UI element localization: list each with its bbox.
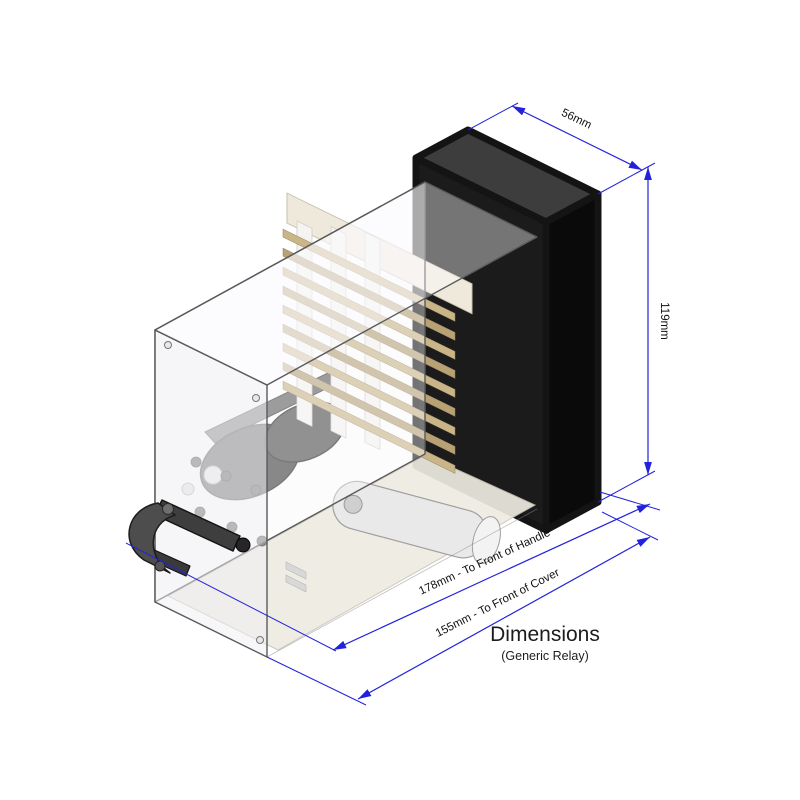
dimension-height: 119mm [597, 167, 670, 503]
contact-leaf [282, 342, 456, 436]
cover-top-face [154, 181, 538, 386]
cylinder-cap [471, 516, 501, 565]
relay-front-panel [412, 126, 602, 534]
contact-leaf [282, 247, 456, 341]
drawing-title: Dimensions [490, 623, 600, 646]
dimension-line [511, 105, 578, 139]
extension-line [601, 511, 659, 541]
contact-leaf [282, 380, 456, 474]
dimension-line [503, 536, 651, 619]
handle-grip [128, 502, 176, 574]
cover-rivet [256, 636, 264, 644]
extension-line [599, 491, 661, 511]
extension-line [597, 470, 656, 503]
relay-handle [128, 499, 251, 577]
contact-stack [282, 192, 473, 474]
dim-height-label: 119mm [658, 302, 670, 340]
vent-slot [285, 574, 307, 593]
flange-front-face [412, 154, 550, 534]
contact-leaf [282, 266, 456, 360]
dimension-line [576, 137, 643, 171]
extension-line [125, 542, 337, 652]
extension-line [266, 656, 367, 706]
dimension-line [490, 503, 651, 578]
dimension-line [357, 617, 505, 700]
title-block: Dimensions (Generic Relay) [490, 623, 600, 663]
contact-leaf [282, 323, 456, 417]
handle-pivot-screw [162, 503, 174, 515]
cover-front-face [154, 329, 268, 658]
contact-leaf [282, 228, 456, 322]
cylinder-hub [343, 494, 363, 514]
dimension-line [332, 576, 492, 651]
contact-leaf [282, 304, 456, 398]
cover-rivet [164, 341, 172, 349]
cover-rivet [252, 394, 260, 402]
contact-leaf [282, 361, 456, 455]
flange-side-face [542, 190, 602, 534]
handle-knob [235, 537, 251, 553]
extension-line [467, 102, 519, 131]
drawing-subtitle: (Generic Relay) [501, 649, 589, 663]
contact-leaf [282, 285, 456, 379]
cylinder [332, 480, 501, 565]
vent-slot [285, 561, 307, 580]
cover-bottom-far-edge [266, 508, 538, 658]
